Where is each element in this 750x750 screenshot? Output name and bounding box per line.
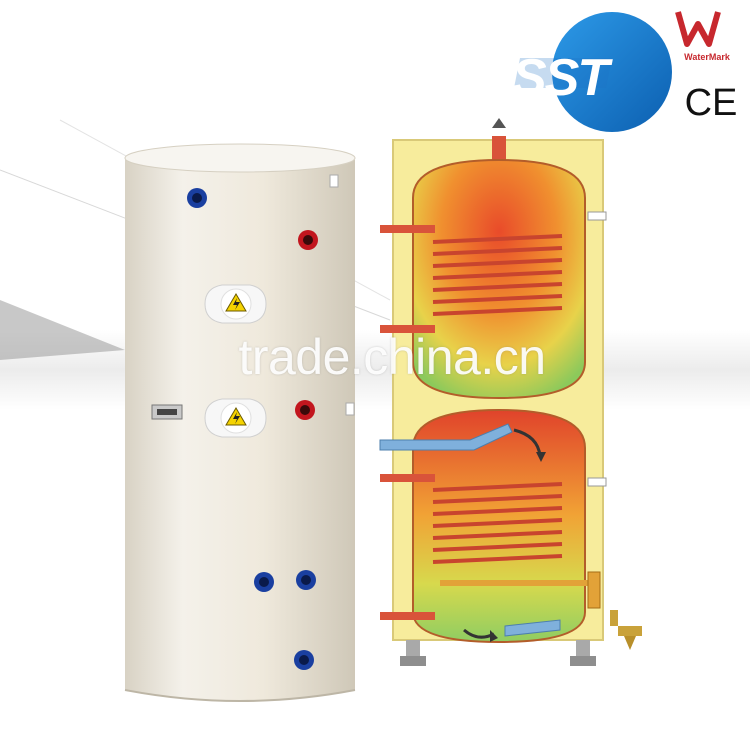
tank-cutaway-diagram: [379, 118, 642, 666]
sst-logo-text: SST: [512, 49, 609, 107]
watermark-text: trade.china.cn: [238, 329, 546, 385]
electric-heater-warning-icon: [225, 293, 247, 312]
blue-inlet-fitting: [187, 188, 207, 208]
electric-heater-flange-upper: [204, 284, 267, 324]
electric-heater-warning-icon: [225, 407, 247, 426]
blue-inlet-fitting-lower: [254, 570, 316, 670]
ce-mark: CE: [684, 82, 738, 124]
sst-logo: [514, 12, 672, 132]
electric-heater-flange-lower: [204, 398, 267, 438]
watermark-certification-icon: [675, 11, 721, 47]
red-outlet-fitting-lower: [295, 400, 315, 420]
red-outlet-fitting: [298, 230, 318, 250]
drain-valve-icon: [610, 610, 642, 650]
watermark-certification-label: WaterMark: [684, 52, 730, 62]
